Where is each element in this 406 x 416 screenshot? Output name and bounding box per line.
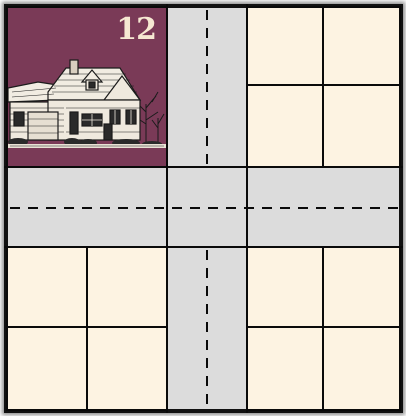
- game-board: 12: [4, 4, 403, 413]
- road-markings: [4, 4, 403, 413]
